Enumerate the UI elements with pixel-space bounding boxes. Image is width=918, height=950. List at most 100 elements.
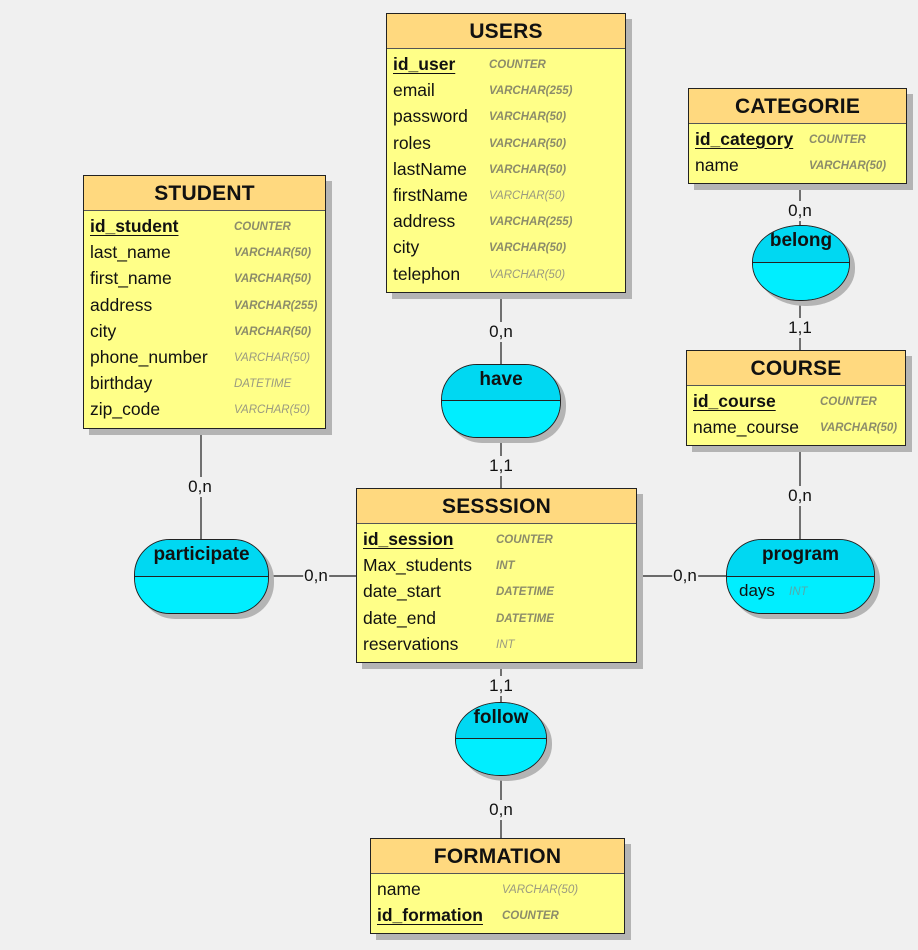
field-type: VARCHAR(50) bbox=[234, 273, 312, 286]
field-row: id_course COUNTER bbox=[693, 389, 905, 415]
field-type: COUNTER bbox=[502, 910, 559, 923]
relationship-attributes bbox=[135, 576, 268, 613]
field-row: phone_number VARCHAR(50) bbox=[90, 345, 325, 371]
field-row: name VARCHAR(50) bbox=[695, 153, 906, 179]
field-row: first_name VARCHAR(50) bbox=[90, 266, 325, 292]
field-row: city VARCHAR(50) bbox=[90, 319, 325, 345]
field-type: VARCHAR(50) bbox=[234, 404, 311, 417]
field-type: COUNTER bbox=[496, 534, 553, 546]
field-name: id_course bbox=[693, 391, 776, 411]
field-name: city bbox=[90, 320, 117, 341]
field-type: COUNTER bbox=[234, 221, 291, 233]
field-type: VARCHAR(50) bbox=[809, 160, 887, 173]
attribute-name: days bbox=[739, 580, 775, 600]
field-row: id_session COUNTER bbox=[363, 527, 636, 553]
field-row: address VARCHAR(255) bbox=[393, 209, 625, 235]
entity-title: COURSE bbox=[687, 351, 905, 386]
field-type: VARCHAR(50) bbox=[489, 189, 566, 202]
field-type: DATETIME bbox=[496, 586, 554, 599]
field-row: id_formation COUNTER bbox=[377, 903, 624, 929]
field-name: id_formation bbox=[377, 905, 483, 926]
relationship-title: follow bbox=[456, 703, 546, 739]
field-type: VARCHAR(50) bbox=[234, 325, 312, 338]
entity-formation[interactable]: FORMATION name VARCHAR(50) id_formation CO… bbox=[370, 838, 625, 935]
field-type: VARCHAR(50) bbox=[820, 422, 898, 435]
field-type: VARCHAR(50) bbox=[489, 268, 566, 281]
field-type: VARCHAR(255) bbox=[489, 216, 573, 229]
field-row: roles VARCHAR(50) bbox=[393, 131, 625, 157]
field-type: VARCHAR(50) bbox=[234, 351, 311, 364]
relationship-title: have bbox=[442, 365, 560, 401]
field-type: VARCHAR(50) bbox=[489, 137, 567, 150]
field-type: VARCHAR(255) bbox=[489, 85, 573, 98]
field-row: firstName VARCHAR(50) bbox=[393, 183, 625, 209]
field-row: lastName VARCHAR(50) bbox=[393, 157, 625, 183]
field-name: address bbox=[393, 211, 456, 232]
relationship-title: participate bbox=[135, 540, 268, 577]
field-name: roles bbox=[393, 132, 431, 153]
field-name: password bbox=[393, 106, 468, 127]
field-type: VARCHAR(50) bbox=[502, 884, 579, 896]
attribute-type: INT bbox=[789, 585, 808, 598]
cardinality-have-users: 0,n bbox=[488, 322, 514, 342]
cardinality-follow-session: 1,1 bbox=[488, 676, 514, 696]
field-name: address bbox=[90, 294, 153, 315]
field-type: DATETIME bbox=[496, 612, 554, 625]
field-name: first_name bbox=[90, 268, 172, 289]
field-name: birthday bbox=[90, 373, 153, 394]
cardinality-participate-student: 0,n bbox=[187, 477, 213, 497]
entity-title: STUDENT bbox=[84, 176, 325, 211]
field-name: Max_students bbox=[363, 555, 472, 576]
field-name: lastName bbox=[393, 158, 467, 179]
cardinality-follow-formation: 0,n bbox=[488, 800, 514, 820]
field-name: name bbox=[377, 879, 421, 899]
field-row: city VARCHAR(50) bbox=[393, 235, 625, 261]
cardinality-belong-course: 1,1 bbox=[787, 318, 813, 338]
cardinality-participate-session: 0,n bbox=[303, 566, 329, 586]
field-row: password VARCHAR(50) bbox=[393, 104, 625, 130]
field-name: name bbox=[695, 155, 739, 176]
field-type: VARCHAR(255) bbox=[234, 299, 318, 312]
field-type: COUNTER bbox=[489, 59, 546, 71]
relationship-have[interactable]: have bbox=[441, 364, 561, 438]
cardinality-program-session: 0,n bbox=[672, 566, 698, 586]
field-name: date_start bbox=[363, 581, 441, 602]
relationship-attributes bbox=[442, 401, 560, 437]
field-type: COUNTER bbox=[809, 134, 866, 146]
field-name: id_category bbox=[695, 129, 794, 149]
field-name: city bbox=[393, 237, 420, 258]
relationship-attributes bbox=[456, 739, 546, 775]
relationship-follow[interactable]: follow bbox=[455, 702, 547, 776]
relationship-title: program bbox=[727, 540, 874, 577]
field-type: VARCHAR(50) bbox=[234, 247, 312, 260]
entity-title: FORMATION bbox=[371, 839, 624, 874]
field-name: firstName bbox=[393, 184, 468, 205]
field-name: reservations bbox=[363, 633, 459, 654]
field-row: name VARCHAR(50) bbox=[377, 877, 624, 903]
relationship-participate[interactable]: participate bbox=[134, 539, 269, 614]
field-name: email bbox=[393, 80, 435, 101]
field-type: VARCHAR(50) bbox=[489, 242, 567, 255]
relationship-belong[interactable]: belong bbox=[752, 225, 850, 301]
field-type: COUNTER bbox=[820, 396, 877, 408]
entity-title: USERS bbox=[387, 14, 625, 49]
field-name: id_session bbox=[363, 529, 454, 549]
field-row: email VARCHAR(255) bbox=[393, 78, 625, 104]
relationship-program[interactable]: program days INT bbox=[726, 539, 875, 614]
field-type: VARCHAR(50) bbox=[489, 163, 567, 176]
field-row: id_user COUNTER bbox=[393, 52, 625, 78]
field-type: VARCHAR(50) bbox=[489, 111, 567, 124]
field-name: phone_number bbox=[90, 346, 208, 367]
field-name: id_user bbox=[393, 54, 456, 74]
